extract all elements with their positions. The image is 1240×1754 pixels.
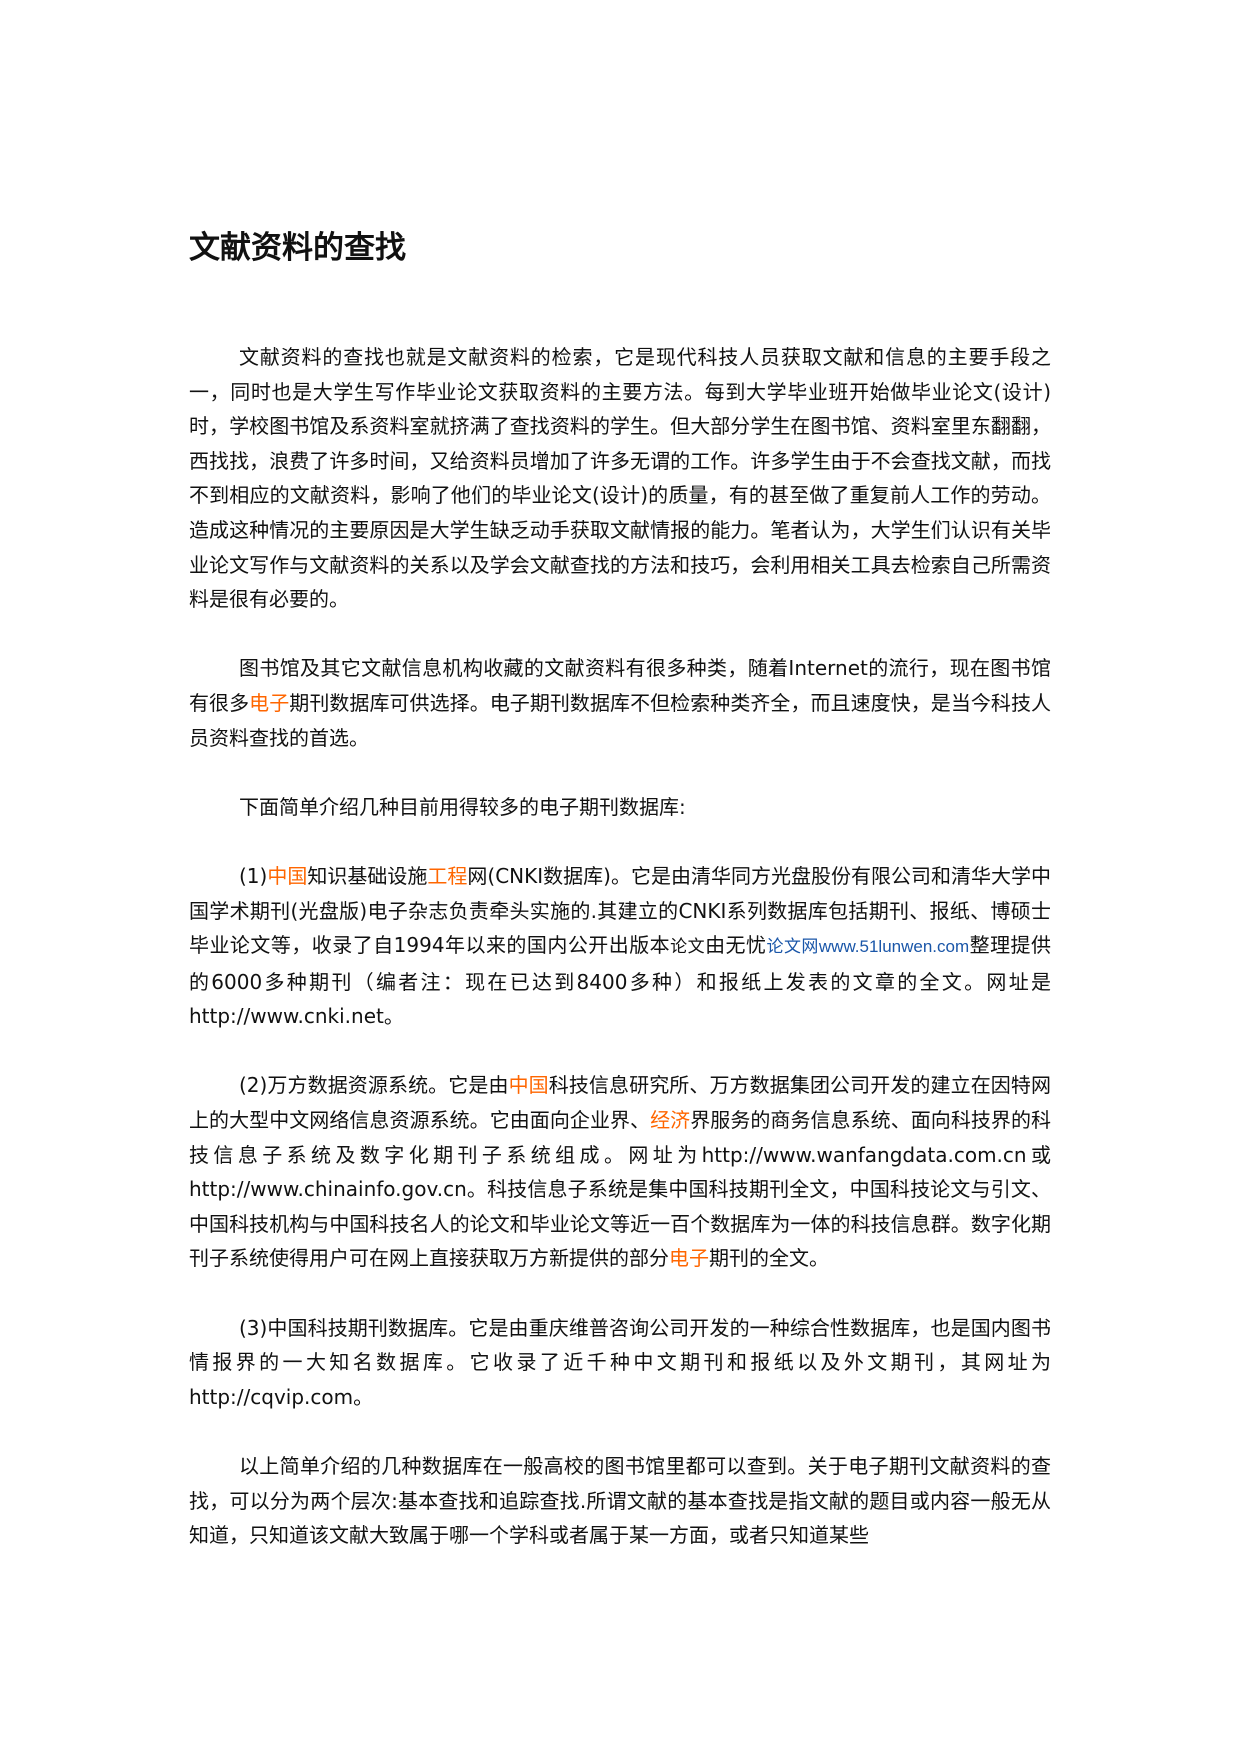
text-span: 网(CNKI数据库)。它是由清华同方光盘股份有限公司和清华大学中国学术期刊(光盘… [189, 863, 1052, 958]
paragraph-cnki: (1)中国知识基础设施工程网(CNKI数据库)。它是由清华同方光盘股份有限公司和… [189, 859, 1051, 1034]
keyword-highlight[interactable]: 电子 [669, 1246, 709, 1271]
paragraph-intro: 文献资料的查找也就是文献资料的检索，它是现代科技人员获取文献和信息的主要手段之一… [189, 345, 1051, 612]
text-span: 界服务的商务信息系统、面向科技界的科技信息子系统及数字化期刊子系统组成。网址为h… [189, 1108, 1052, 1271]
link-51lunwen-url[interactable]: www.51lunwen.com [818, 937, 970, 957]
document-body: 文献资料的查找也就是文献资料的检索，它是现代科技人员获取文献和信息的主要手段之一… [189, 340, 1051, 1587]
text-span: 期刊数据库可供选择。电子期刊数据库不但检索种类齐全，而且速度快，是当今科技人员资… [189, 690, 1052, 750]
paragraph-wanfang: (2)万方数据资源系统。它是由中国科技信息研究所、万方数据集团公司开发的建立在因… [189, 1068, 1051, 1276]
keyword-highlight[interactable]: 工程 [427, 863, 468, 888]
paragraph-search-levels: 以上简单介绍的几种数据库在一般高校的图书馆里都可以查到。关于电子期刊文献资料的查… [189, 1454, 1051, 1548]
text-span: (1) [239, 863, 268, 888]
text-span: 科技信息研究所、万方数据集团公司开发的建立在因特网上的大型中文网络信息资源系统。… [189, 1073, 1051, 1133]
text-span: 整理提供的6000多种期刊（编者注：现在已达到8400多种）和报纸上发表的文章的… [189, 933, 1052, 1029]
paragraph-library-collections: 图书馆及其它文献信息机构收藏的文献资料有很多种类，随着Internet的流行，现… [189, 651, 1051, 755]
keyword-highlight[interactable]: 经济 [650, 1108, 691, 1133]
text-span: (2)万方数据资源系统。它是由 [239, 1073, 509, 1098]
text-span: 知识基础设施 [307, 863, 428, 888]
text-span: 图书馆及其它文献信息机构收藏的文献资料有很多种类，随着Internet的流行，现… [189, 656, 1051, 715]
paragraph-database-intro: 下面简单介绍几种目前用得较多的电子期刊数据库: [239, 794, 686, 819]
keyword-highlight[interactable]: 中国 [267, 863, 308, 888]
text-span: 期刊的全文。 [709, 1246, 829, 1271]
keyword-highlight[interactable]: 中国 [508, 1073, 549, 1098]
text-span: 由无忧 [705, 933, 767, 958]
text-span-small: 论文 [670, 937, 706, 958]
link-lunwen-site[interactable]: 论文网 [766, 937, 819, 958]
keyword-highlight[interactable]: 电子 [249, 690, 290, 715]
paragraph-cqvip: (3)中国科技期刊数据库。它是由重庆维普咨询公司开发的一种综合性数据库，也是国内… [189, 1315, 1051, 1409]
document-title: 文献资料的查找 [189, 230, 406, 266]
